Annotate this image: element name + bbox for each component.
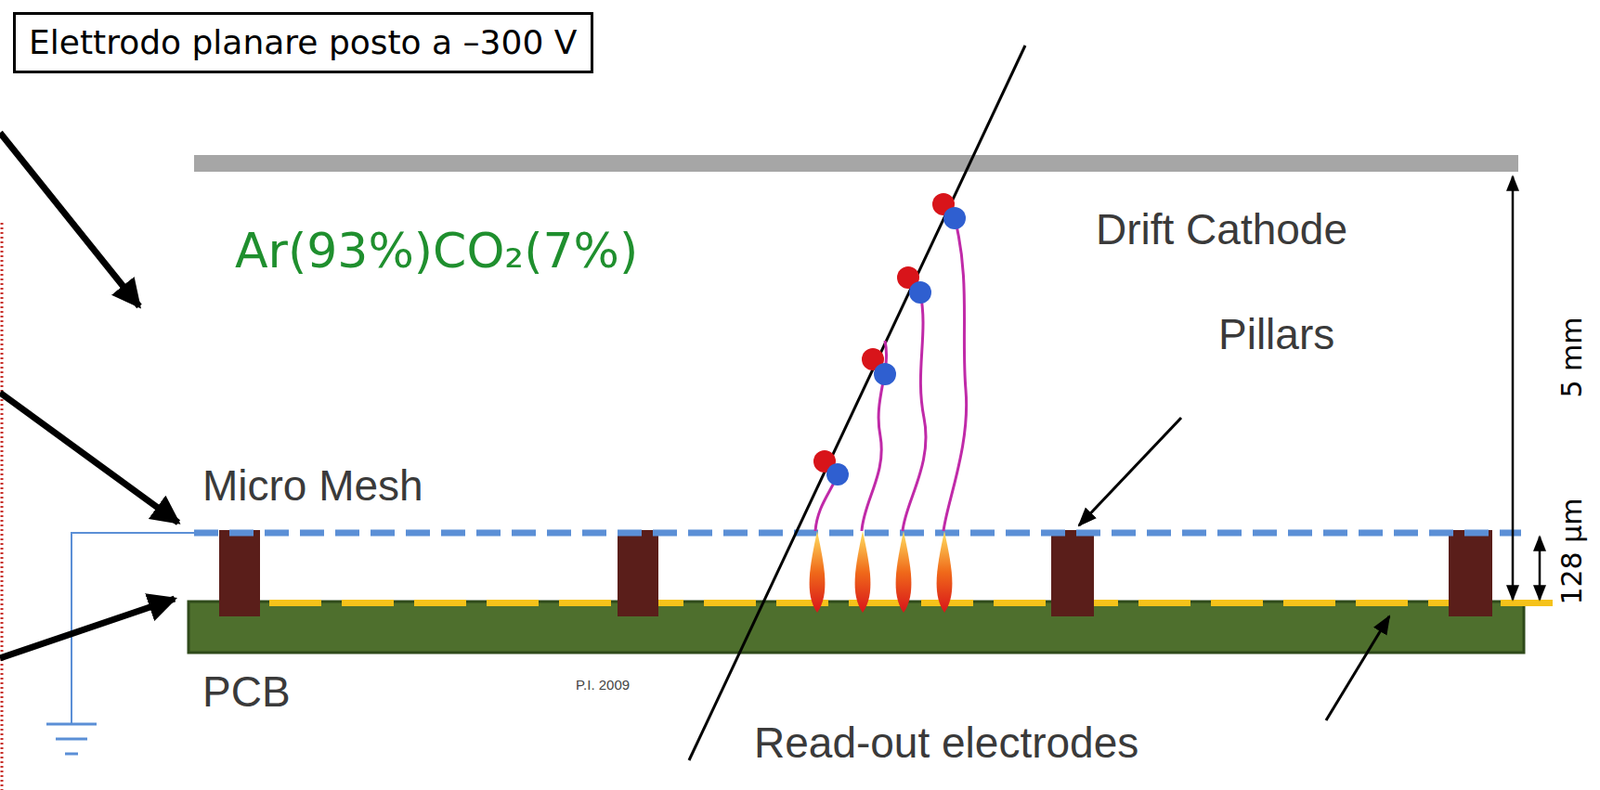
readout-strip: [414, 599, 467, 607]
readout-strip: [1210, 599, 1263, 607]
readout-strip: [559, 599, 612, 607]
readout-strip: [848, 599, 901, 607]
ion-electron-pairs: [813, 193, 966, 486]
readout-strip: [1138, 599, 1191, 607]
particle-track: [689, 45, 1026, 761]
readout-strip: [703, 599, 756, 607]
readout-strip: [1283, 599, 1336, 607]
readout-strip: [993, 599, 1046, 607]
pillars: [219, 530, 1493, 617]
ground-symbol: [46, 724, 97, 755]
node-text: Elettrodo planare posto a –300 V: [28, 22, 578, 63]
gas-mixture: Ar(93%)CO₂(7%): [234, 224, 638, 278]
pointer-arrows: [0, 132, 179, 659]
readout-strip: [269, 599, 322, 607]
readout-strips: [269, 599, 1553, 607]
readout-strip: [1500, 599, 1553, 607]
drift-cathode: [194, 155, 1519, 172]
leader-lines: [1079, 417, 1390, 721]
drift-paths: [815, 218, 967, 532]
avalanches: [809, 531, 953, 613]
readout-strip: [486, 599, 539, 607]
dimension-arrows: [1512, 176, 1540, 600]
readout-strip: [1355, 599, 1408, 607]
part-name: Read-out electrodes: [754, 719, 1139, 768]
part-name: Drift Cathode: [1095, 206, 1348, 254]
part-name: PCB: [202, 668, 291, 716]
part-name: Pillars: [1218, 311, 1335, 359]
micro-mesh: [194, 530, 1522, 537]
title-box: Elettrodo planare posto a –300 V: [13, 12, 594, 74]
part-name: Micro Mesh: [202, 462, 424, 510]
credit-note: P.I. 2009: [575, 677, 630, 694]
readout-strip: [341, 599, 394, 607]
edge-mark: [0, 222, 4, 790]
dimension: 5 mm: [1556, 316, 1587, 398]
dimension: 128 µm: [1556, 497, 1587, 605]
pcb: [188, 601, 1524, 653]
